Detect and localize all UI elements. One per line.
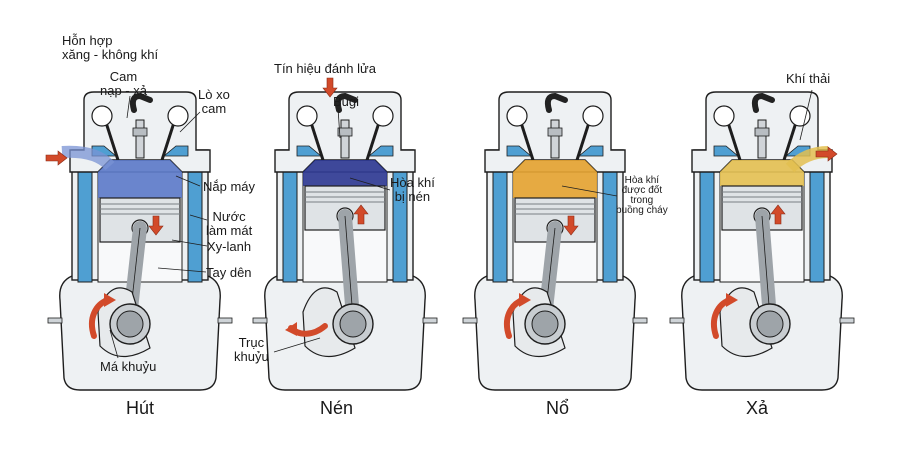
camshaft [751, 92, 775, 113]
piston-motion-arrow [770, 204, 786, 225]
stage-name-exhaust: Xả [746, 398, 769, 418]
cam-spring-right [167, 105, 189, 127]
label-fuel-air-mix-line1: Hỗn hợp [62, 33, 113, 48]
label-intake-exhaust-cam: Cam nạp - xả [100, 70, 147, 98]
coolant-jacket-right [602, 171, 618, 283]
spark-plug-nut [754, 127, 770, 137]
spark-plug-nut [547, 127, 563, 137]
spark-plug-nut [132, 127, 148, 137]
label-coolant-line2: làm mát [206, 223, 253, 238]
cam-spring-right [372, 105, 394, 127]
cam-spring-right [582, 105, 604, 127]
crank-rotation-arrow-head [519, 293, 531, 307]
label-cam-spring: Lò xo cam [198, 88, 230, 116]
label-fuel-air-mix-line2: xăng - không khí [62, 47, 159, 62]
spark-plug [340, 119, 350, 159]
stage-name-compression: Nén [320, 398, 354, 418]
label-crank-web: Má khuỷu [100, 359, 157, 374]
combustion-gas [98, 160, 182, 198]
camshaft [129, 92, 153, 113]
intake-arrow [45, 150, 68, 166]
label-intake-exhaust-cam-line1: Cam [109, 69, 138, 84]
label-burned-mix-line1: Hòa khí [624, 175, 660, 186]
crank-rotation-arrow-head [285, 322, 297, 336]
crankshaft-hub [756, 310, 784, 338]
bolt [669, 317, 685, 324]
coolant-jacket-right [809, 171, 825, 283]
spark-plug-nut [337, 127, 353, 137]
bolt [839, 317, 855, 324]
spark-plug [757, 119, 767, 159]
connecting-rod-edge [344, 215, 354, 319]
stage-name-power: Nổ [546, 398, 570, 418]
label-cylinder: Xy-lanh [207, 239, 252, 254]
spark-plug [135, 119, 145, 159]
label-burned-mix-line4: buồng cháy [616, 205, 668, 216]
combustion-gas [303, 160, 387, 186]
crank-rotation-arrow-head [726, 293, 738, 307]
label-compressed-mix-line1: Hòa khí [390, 175, 435, 190]
exhaust-arrow [815, 146, 838, 162]
engine-stage-1 [45, 91, 233, 391]
label-compressed-mix-line2: bị nén [394, 189, 431, 204]
bolt [462, 317, 478, 324]
cam-spring-right [789, 105, 811, 127]
bolt [47, 317, 63, 324]
combustion-gas [720, 160, 804, 186]
crankshaft-hub [116, 310, 144, 338]
label-spark-plug: Bugi [333, 94, 360, 109]
spark-plug [550, 119, 560, 159]
label-crankshaft-line1: Trục [238, 335, 265, 350]
ignition-arrow [322, 77, 338, 98]
coolant-jacket-left [77, 171, 93, 283]
label-connecting-rod: Tay dên [206, 265, 252, 280]
crankshaft-hub [339, 310, 367, 338]
piston-motion-arrow [353, 204, 369, 225]
engine-stage-3 [462, 91, 648, 391]
label-cam-spring-line2: cam [201, 101, 227, 116]
cam-spring-left [91, 105, 113, 127]
intake-flow [61, 145, 115, 171]
crankshaft-hub [531, 310, 559, 338]
camshaft [544, 92, 568, 113]
engine-stage-4 [669, 91, 855, 391]
camshaft [334, 92, 358, 113]
label-burned-mix: Hòa khí được đốt trong buồng cháy [616, 176, 668, 216]
bolt [632, 317, 648, 324]
combustion-gas [513, 160, 597, 198]
label-fuel-air-mix: Hỗn hợp xăng - không khí [62, 34, 158, 62]
label-compressed-mix: Hòa khí bị nén [390, 176, 435, 204]
engine-stage-2 [252, 77, 438, 391]
label-exhaust-gas: Khí thải [786, 71, 831, 86]
label-burned-mix-line3: trong [630, 195, 654, 206]
cam-spring-left [506, 105, 528, 127]
label-coolant: Nước làm mát [206, 210, 252, 238]
bolt [422, 317, 438, 324]
label-intake-exhaust-cam-line2: nạp - xả [100, 83, 147, 98]
piston-motion-arrow [563, 215, 579, 236]
label-crankshaft-line2: khuỷu [234, 349, 269, 364]
bolt [217, 317, 233, 324]
connecting-rod-edge [761, 215, 771, 319]
label-cylinder-head: Nắp máy [203, 179, 256, 194]
coolant-jacket-right [187, 171, 203, 283]
stage-name-intake: Hút [126, 398, 155, 418]
label-burned-mix-line2: được đốt [621, 185, 663, 196]
piston-motion-arrow [148, 215, 164, 236]
coolant-jacket-left [699, 171, 715, 283]
crank-rotation-arrow-head [104, 293, 116, 307]
coolant-jacket-left [282, 171, 298, 283]
coolant-jacket-left [492, 171, 508, 283]
label-crankshaft: Trục khuỷu [234, 336, 269, 364]
label-coolant-line1: Nước [212, 209, 246, 224]
cam-spring-left [713, 105, 735, 127]
cam-spring-left [296, 105, 318, 127]
label-ignition-signal: Tín hiệu đánh lửa [274, 61, 376, 76]
label-cam-spring-line1: Lò xo [198, 87, 230, 102]
bolt [252, 317, 268, 324]
